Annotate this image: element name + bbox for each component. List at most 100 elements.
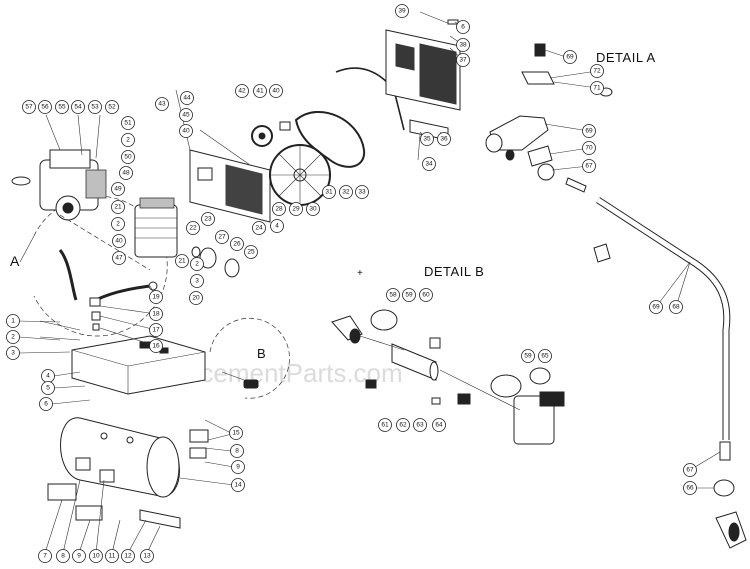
svg-text:72: 72 <box>593 68 601 75</box>
callout-25: 25 <box>244 245 258 259</box>
callout-40b: 40 <box>269 84 283 98</box>
svg-text:69: 69 <box>652 304 660 311</box>
svg-text:58: 58 <box>389 292 397 299</box>
callout-36: 36 <box>437 132 451 146</box>
svg-text:36: 36 <box>440 136 448 143</box>
svg-text:53: 53 <box>91 104 99 111</box>
callout-59b: 59 <box>521 349 535 363</box>
svg-text:43: 43 <box>158 101 166 108</box>
callout-39: 39 <box>395 4 409 18</box>
svg-text:40: 40 <box>115 238 123 245</box>
svg-text:15: 15 <box>232 430 240 437</box>
callout-9a: 9 <box>231 460 245 474</box>
callout-20: 20 <box>189 291 203 305</box>
drive-belt <box>294 110 366 168</box>
svg-text:3: 3 <box>11 350 15 357</box>
svg-text:56: 56 <box>41 104 49 111</box>
svg-text:20: 20 <box>192 295 200 302</box>
svg-text:54: 54 <box>74 104 82 111</box>
callout-31: 31 <box>322 185 336 199</box>
callout-22: 22 <box>186 221 200 235</box>
callout-46: 40 <box>179 124 193 138</box>
callout-69b: 69 <box>582 124 596 138</box>
callout-50: 50 <box>121 150 135 164</box>
svg-text:2: 2 <box>126 137 130 144</box>
callout-6b: 6 <box>456 20 470 34</box>
svg-text:6: 6 <box>44 401 48 408</box>
callout-4b: 4 <box>41 369 55 383</box>
svg-text:2: 2 <box>11 334 15 341</box>
svg-text:16: 16 <box>152 343 160 350</box>
svg-text:45: 45 <box>182 112 190 119</box>
svg-text:14: 14 <box>234 482 242 489</box>
callout-3a: 3 <box>190 274 204 288</box>
callout-15: 15 <box>229 426 243 440</box>
callout-23: 23 <box>201 212 215 226</box>
callout-28: 28 <box>272 202 286 216</box>
callout-19: 19 <box>149 290 163 304</box>
callout-56: 56 <box>38 100 52 114</box>
callout-34: 34 <box>422 157 436 171</box>
callout-63: 63 <box>413 418 427 432</box>
callout-55: 55 <box>55 100 69 114</box>
svg-text:68: 68 <box>672 304 680 311</box>
callout-3b: 3 <box>6 346 20 360</box>
svg-text:6: 6 <box>461 24 465 31</box>
svg-text:7: 7 <box>43 553 47 560</box>
air-tank <box>47 417 209 529</box>
callout-59a: 59 <box>402 288 416 302</box>
svg-text:59: 59 <box>524 353 532 360</box>
callout-41: 41 <box>253 84 267 98</box>
callout-2c: 2 <box>190 257 204 271</box>
svg-text:44: 44 <box>183 95 191 102</box>
svg-text:17: 17 <box>152 327 160 334</box>
svg-text:4: 4 <box>46 373 50 380</box>
svg-text:47: 47 <box>115 255 123 262</box>
callout-14: 14 <box>231 478 245 492</box>
svg-text:25: 25 <box>247 249 255 256</box>
callout-69c: 69 <box>649 300 663 314</box>
svg-text:29: 29 <box>292 206 300 213</box>
belt-guard <box>175 89 271 223</box>
callout-27: 27 <box>215 230 229 244</box>
svg-text:60: 60 <box>422 292 430 299</box>
svg-text:39: 39 <box>398 8 406 15</box>
svg-text:8: 8 <box>235 448 239 455</box>
svg-text:27: 27 <box>218 234 226 241</box>
svg-text:19: 19 <box>152 294 160 301</box>
callout-65: 65 <box>538 349 552 363</box>
callout-17: 17 <box>149 323 163 337</box>
svg-text:52: 52 <box>108 104 116 111</box>
svg-text:66: 66 <box>686 485 694 492</box>
svg-text:61: 61 <box>381 422 389 429</box>
callout-5: 5 <box>41 381 55 395</box>
svg-text:34: 34 <box>425 161 433 168</box>
callout-1: 1 <box>6 314 20 328</box>
callout-51: 51 <box>121 116 135 130</box>
callout-43: 43 <box>155 97 169 111</box>
callout-49: 49 <box>111 182 125 196</box>
svg-text:40: 40 <box>272 88 280 95</box>
callout-67b: 67 <box>683 463 697 477</box>
callout-12: 12 <box>121 549 135 563</box>
svg-text:55: 55 <box>58 104 66 111</box>
svg-text:2: 2 <box>195 261 199 268</box>
svg-text:67: 67 <box>585 163 593 170</box>
svg-text:67: 67 <box>686 467 694 474</box>
detail-b-parts <box>331 309 565 445</box>
svg-text:21: 21 <box>178 258 186 265</box>
callout-30: 30 <box>306 202 320 216</box>
callout-69a: 69 <box>563 50 577 64</box>
svg-text:12: 12 <box>124 553 132 560</box>
svg-text:49: 49 <box>114 186 122 193</box>
callout-53: 53 <box>88 100 102 114</box>
callout-13: 13 <box>140 549 154 563</box>
callout-32: 32 <box>339 185 353 199</box>
svg-text:1: 1 <box>11 318 15 325</box>
callout-21b: 21 <box>175 254 189 268</box>
svg-text:26: 26 <box>233 241 241 248</box>
svg-text:37: 37 <box>459 57 467 64</box>
callout-54: 54 <box>71 100 85 114</box>
